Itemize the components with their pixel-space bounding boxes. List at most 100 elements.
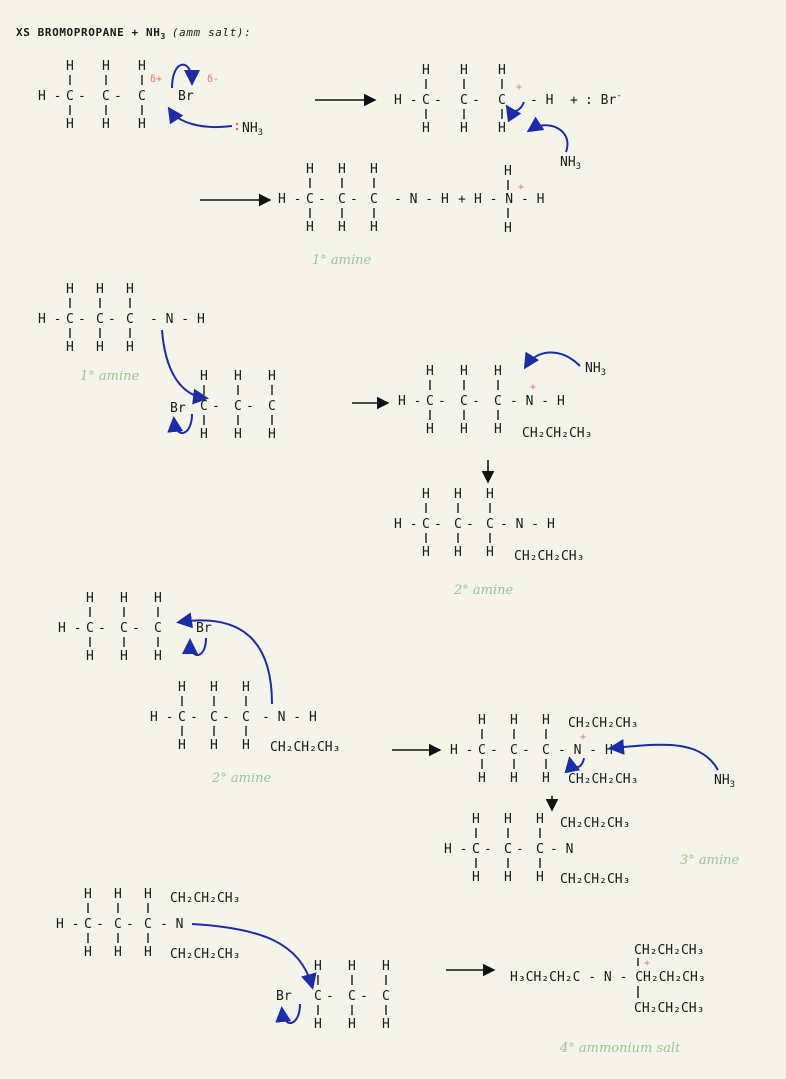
hydrogen-atom: H - — [398, 394, 421, 409]
bond-single: - — [96, 917, 104, 932]
bond-single: - — [466, 517, 474, 532]
hydrogen-atom: H — [200, 369, 208, 384]
hydrogen-atom: H — [268, 369, 276, 384]
hydrogen-atom: H — [178, 738, 186, 753]
hydrogen-atom: H — [96, 282, 104, 297]
hydrogen-atom: H — [422, 63, 430, 78]
hydrogen-atom: H — [494, 364, 502, 379]
bond-single: - — [472, 93, 480, 108]
carbon-atom: C — [338, 192, 346, 207]
hydrogen-atom: H - — [394, 93, 417, 108]
bond-single: - — [212, 399, 220, 414]
bond-single: - — [246, 399, 254, 414]
title-main: XS BROMOPROPANE + NH — [16, 26, 160, 39]
carbon-atom: C — [536, 842, 544, 857]
carbon-atom: C — [422, 93, 430, 108]
carbon-atom: C — [96, 312, 104, 327]
label-primary-amine-2: 1° amine — [80, 369, 140, 384]
hydrogen-atom: H — [314, 1017, 322, 1032]
carbon-atom: C — [138, 89, 146, 104]
curly-arrow-amine-attack-2 — [176, 612, 273, 705]
hydrogen-atom: H — [542, 713, 550, 728]
hydrogen-atom: H — [66, 59, 74, 74]
hydrogen-atom: H — [126, 340, 134, 355]
n-h-label-3: - N - H — [500, 517, 555, 532]
carbon-atom: C — [114, 917, 122, 932]
title-tail: (amm salt): — [172, 26, 251, 39]
carbon-atom: C — [66, 89, 74, 104]
bond-single: - — [108, 312, 116, 327]
amine-nh-label: - N - H — [394, 192, 449, 207]
curly-arrow-amine-attack-3 — [191, 923, 317, 990]
n-h-label-2: - N - H — [510, 394, 565, 409]
hydrogen-atom: H - — [278, 192, 301, 207]
hydrogen-atom: H — [84, 887, 92, 902]
curly-arrow-br-leave-2 — [167, 413, 193, 434]
hydrogen-atom: H — [486, 487, 494, 502]
hydrogen-atom: H — [370, 162, 378, 177]
hydrogen-atom: H — [460, 422, 468, 437]
propyl-substituent-8: CH₂CH₂CH₃ — [170, 891, 240, 906]
hydrogen-atom: H — [138, 117, 146, 132]
hydrogen-atom: H — [338, 220, 346, 235]
curly-arrow-amine-attack — [161, 329, 209, 405]
hydrogen-atom: H — [306, 220, 314, 235]
carbon-atom: C — [306, 192, 314, 207]
carbon-atom: C — [498, 93, 506, 108]
hydrogen-atom: H — [144, 887, 152, 902]
hydrogen-atom: H — [120, 649, 128, 664]
hydrogen-atom: H — [242, 738, 250, 753]
hydrogen-atom: H — [66, 282, 74, 297]
hydrogen-atom: H — [454, 545, 462, 560]
hydrogen-atom: H — [536, 812, 544, 827]
curly-arrow-br-leave-3 — [182, 637, 207, 656]
curly-arrow-nh-bond-3 — [564, 756, 585, 774]
hydrogen-atom: H — [382, 959, 390, 974]
bromine-atom-2: Br — [170, 401, 186, 416]
hydrogen-atom: H — [66, 117, 74, 132]
hydrogen-atom: H — [210, 680, 218, 695]
bond-single: - — [516, 842, 524, 857]
carbon-atom: C — [120, 621, 128, 636]
carbon-atom: C — [234, 399, 242, 414]
hydrogen-atom: H — [210, 738, 218, 753]
hydrogen-atom: H — [114, 945, 122, 960]
bond-single: - — [326, 989, 334, 1004]
carbon-atom: C — [242, 710, 250, 725]
carbon-atom: C — [144, 917, 152, 932]
page-title: XS BROMOPROPANE + NH3(amm salt): — [16, 26, 251, 41]
n-h-label-4: - N - H — [262, 710, 317, 725]
bond-single: - — [472, 394, 480, 409]
hydrogen-atom: H — [154, 649, 162, 664]
carbon-atom: C — [314, 989, 322, 1004]
hydrogen-atom: H — [504, 221, 512, 236]
bromine-atom-3: Br — [196, 621, 212, 636]
delta-plus-1: δ+ — [150, 74, 162, 85]
bond-single: - — [434, 517, 442, 532]
plus-charge-1: + — [516, 82, 522, 93]
bond-single: - — [78, 312, 86, 327]
bond-single: - — [98, 621, 106, 636]
hydrogen-atom: H — [200, 427, 208, 442]
hydrogen-atom: H — [314, 959, 322, 974]
propyl-substituent-10: CH₂CH₂CH₃ — [634, 943, 704, 958]
hydrogen-atom: H — [306, 162, 314, 177]
hydrogen-atom: H — [382, 1017, 390, 1032]
hydrogen-atom: H — [120, 591, 128, 606]
carbon-atom: C — [200, 399, 208, 414]
ammonia-1: NH3 — [242, 121, 263, 138]
curly-arrow-nh-bond — [505, 101, 525, 123]
hydrogen-atom: H — [144, 945, 152, 960]
label-primary-amine: 1° amine — [312, 253, 372, 268]
